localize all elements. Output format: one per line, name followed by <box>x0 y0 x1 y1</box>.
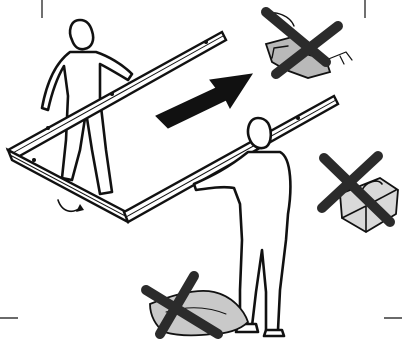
drop-cloth-group <box>146 276 248 335</box>
arrow-right-icon <box>156 74 252 128</box>
person-icon <box>70 20 93 49</box>
rotate-icon <box>58 200 80 211</box>
toolbox-group <box>322 156 398 232</box>
person-right-foot <box>264 330 284 336</box>
power-tool-group <box>264 12 352 78</box>
rotate-indicator <box>58 200 84 212</box>
person-icon <box>248 118 271 148</box>
